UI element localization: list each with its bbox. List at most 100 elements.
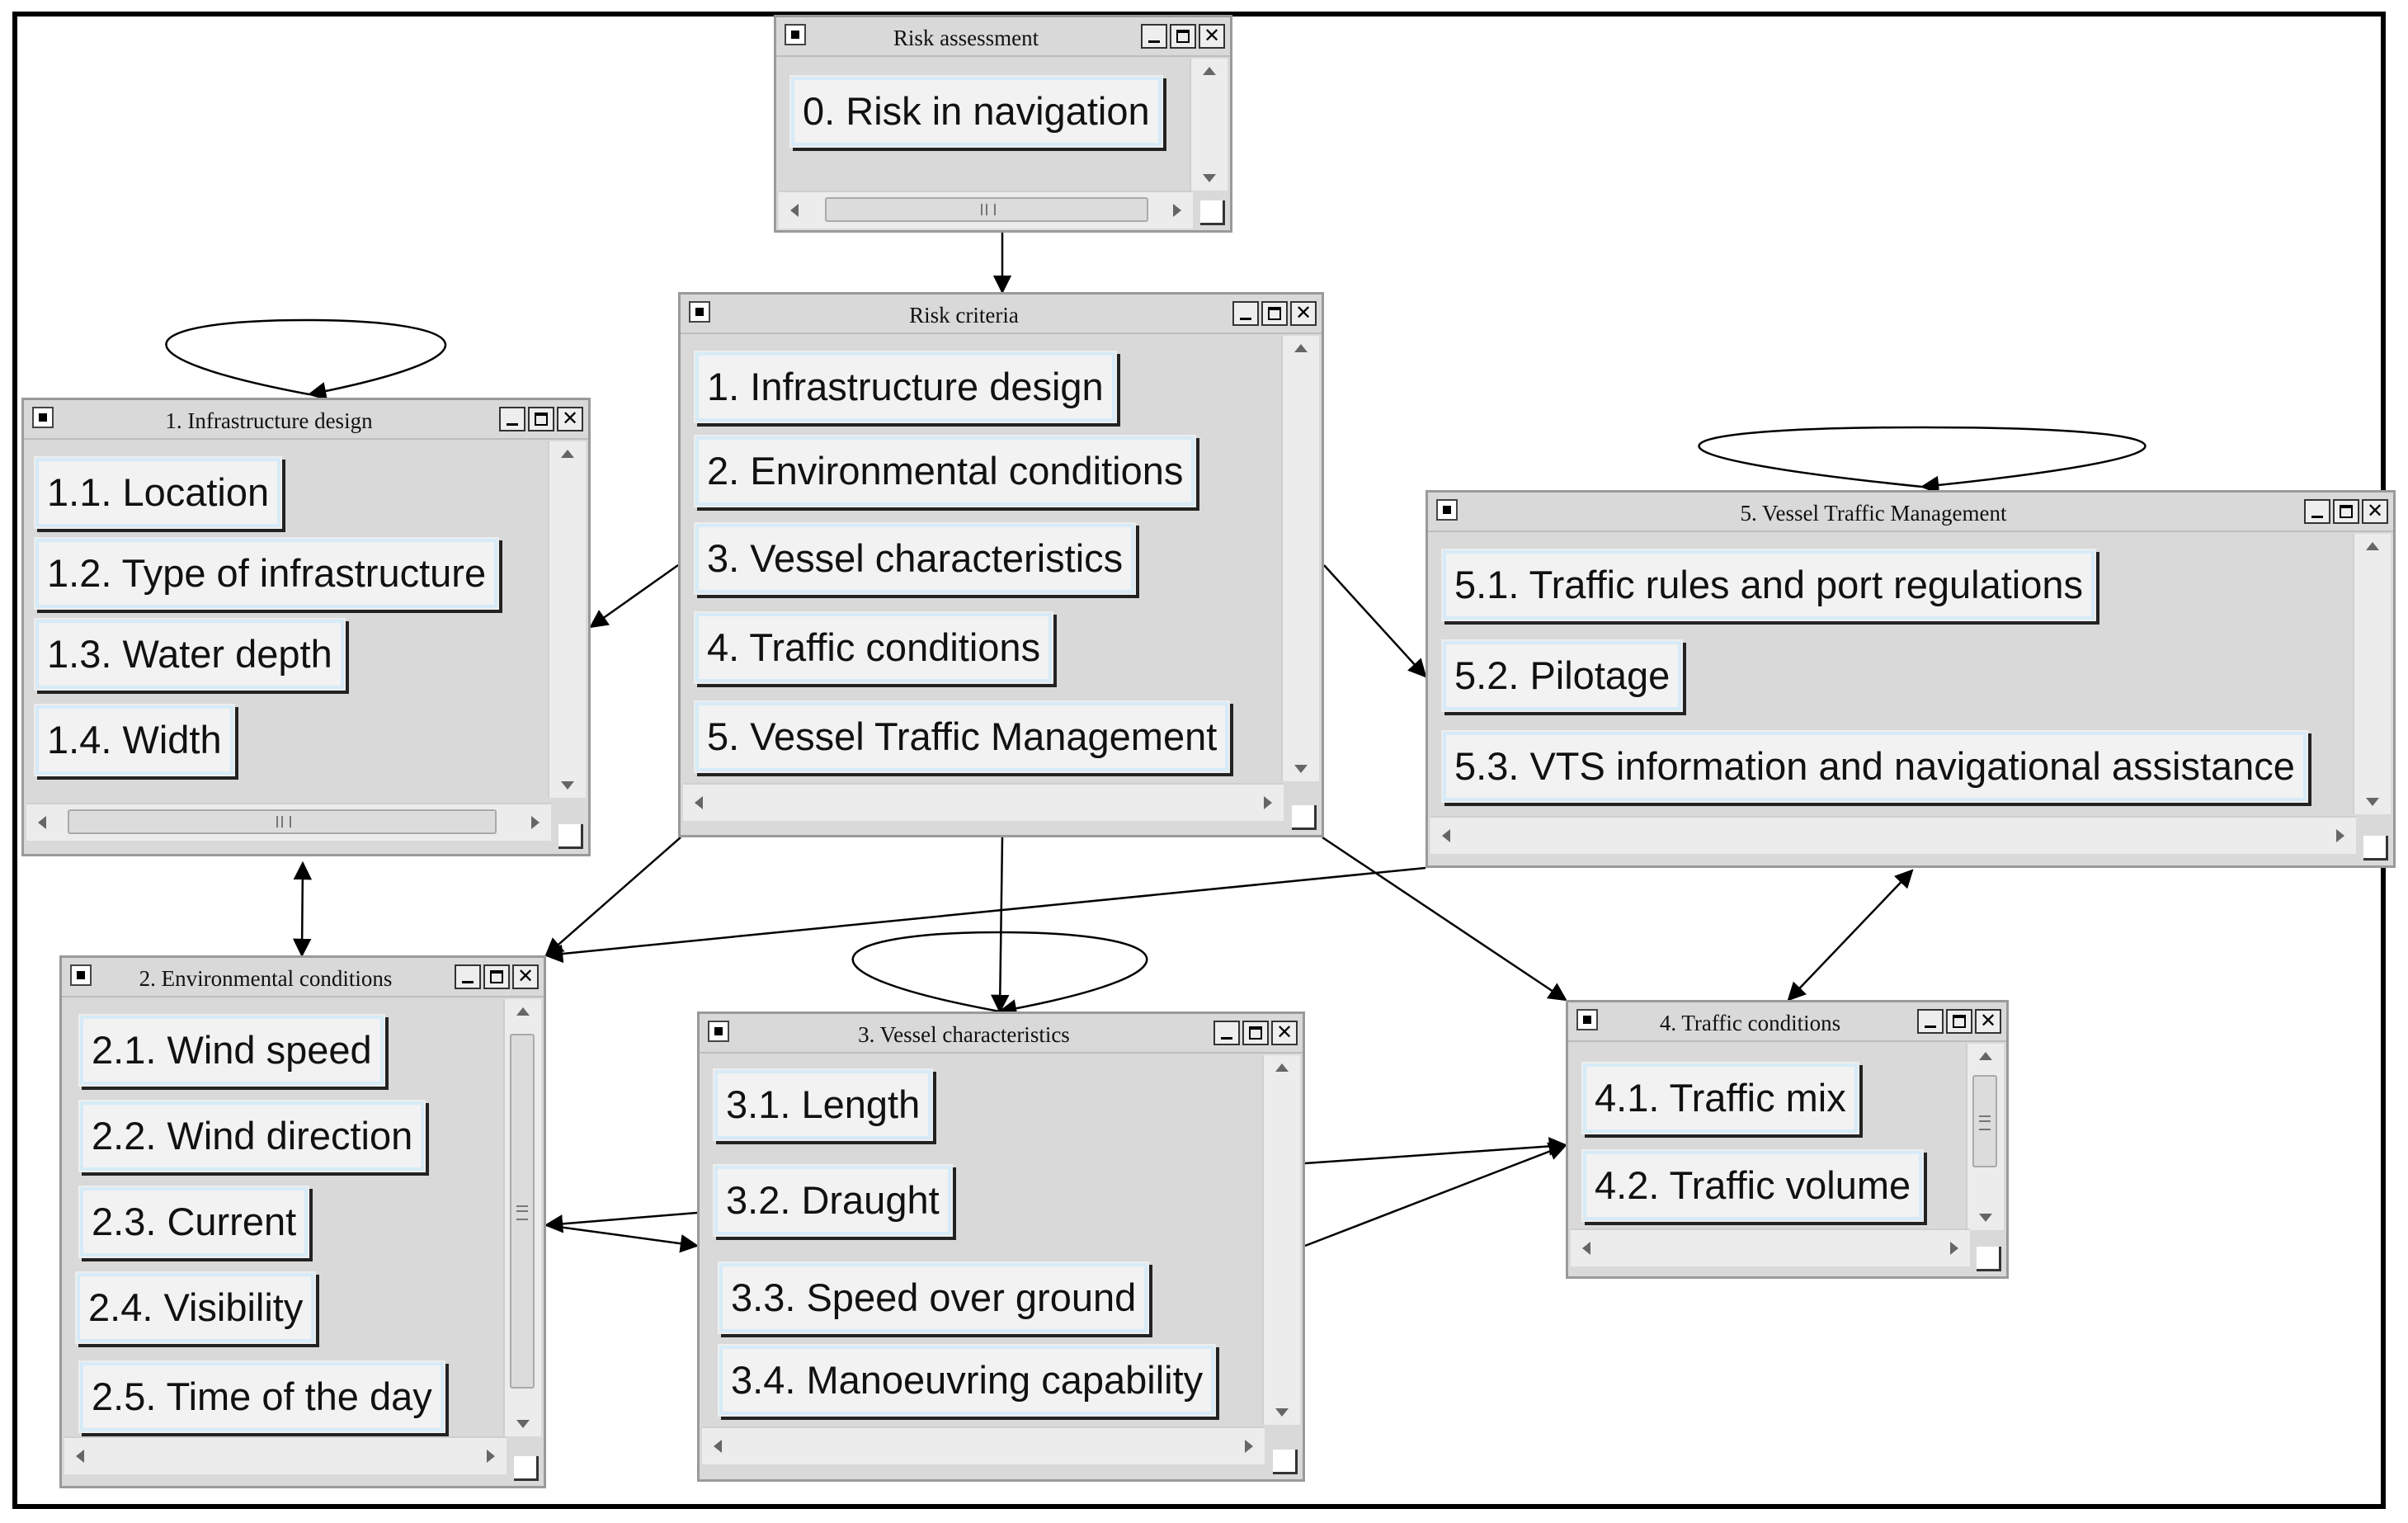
scroll-up-icon[interactable] (516, 1007, 530, 1016)
scroll-down-icon[interactable] (2366, 798, 2379, 806)
close-icon[interactable]: ✕ (1271, 1021, 1298, 1045)
system-menu-icon[interactable] (32, 407, 54, 428)
titlebar[interactable]: 3. Vessel characteristics ✕ (700, 1014, 1303, 1054)
node-5-3[interactable]: 5.3. VTS information and navigational as… (1441, 730, 2308, 803)
resize-grip-icon[interactable] (1200, 200, 1225, 225)
system-menu-icon[interactable] (70, 964, 92, 986)
node-1-3[interactable]: 1.3. Water depth (34, 618, 346, 691)
scroll-right-icon[interactable] (1264, 796, 1272, 809)
horizontal-scrollbar[interactable] (1430, 816, 2356, 854)
scroll-up-icon[interactable] (1294, 344, 1308, 352)
scroll-down-icon[interactable] (561, 781, 574, 790)
node-3[interactable]: 3. Vessel characteristics (694, 522, 1137, 595)
scroll-left-icon[interactable] (1582, 1242, 1590, 1255)
scroll-thumb[interactable] (825, 197, 1148, 222)
node-3-3[interactable]: 3.3. Speed over ground (718, 1261, 1150, 1334)
scroll-thumb[interactable] (1972, 1075, 1997, 1167)
scroll-left-icon[interactable] (1442, 829, 1450, 842)
minimize-icon[interactable] (1141, 24, 1167, 49)
scroll-up-icon[interactable] (1979, 1052, 1992, 1060)
close-icon[interactable]: ✕ (1975, 1009, 2001, 1034)
maximize-icon[interactable] (1170, 24, 1196, 49)
vertical-scrollbar[interactable] (503, 999, 541, 1436)
vertical-scrollbar[interactable] (548, 441, 586, 798)
resize-grip-icon[interactable] (1977, 1247, 2001, 1271)
scroll-down-icon[interactable] (1203, 174, 1216, 182)
node-1-1[interactable]: 1.1. Location (34, 456, 283, 529)
titlebar[interactable]: 2. Environmental conditions ✕ (62, 958, 544, 997)
minimize-icon[interactable] (455, 964, 481, 989)
titlebar[interactable]: Risk assessment ✕ (776, 17, 1230, 57)
maximize-icon[interactable] (1261, 301, 1288, 326)
scroll-down-icon[interactable] (516, 1420, 530, 1428)
node-2-5[interactable]: 2.5. Time of the day (78, 1360, 445, 1433)
close-icon[interactable]: ✕ (1199, 24, 1225, 49)
scroll-right-icon[interactable] (531, 816, 540, 829)
node-2-1[interactable]: 2.1. Wind speed (78, 1014, 385, 1087)
node-2-3[interactable]: 2.3. Current (78, 1186, 310, 1258)
titlebar[interactable]: 4. Traffic conditions ✕ (1568, 1002, 2006, 1042)
scroll-left-icon[interactable] (38, 816, 46, 829)
node-4[interactable]: 4. Traffic conditions (694, 611, 1054, 684)
scroll-right-icon[interactable] (1950, 1242, 1958, 1255)
titlebar[interactable]: 5. Vessel Traffic Management ✕ (1428, 493, 2393, 532)
node-1-2[interactable]: 1.2. Type of infrastructure (34, 537, 500, 610)
close-icon[interactable]: ✕ (1290, 301, 1317, 326)
node-2-4[interactable]: 2.4. Visibility (75, 1271, 317, 1344)
node-4-2[interactable]: 4.2. Traffic volume (1581, 1149, 1925, 1222)
scroll-left-icon[interactable] (714, 1440, 722, 1453)
horizontal-scrollbar[interactable] (779, 191, 1193, 229)
node-3-4[interactable]: 3.4. Manoeuvring capability (718, 1344, 1217, 1417)
maximize-icon[interactable] (528, 407, 554, 431)
node-0[interactable]: 0. Risk in navigation (789, 75, 1163, 148)
titlebar[interactable]: 1. Infrastructure design ✕ (24, 400, 588, 440)
system-menu-icon[interactable] (785, 24, 806, 45)
horizontal-scrollbar[interactable] (1571, 1228, 1970, 1266)
close-icon[interactable]: ✕ (512, 964, 539, 989)
node-4-1[interactable]: 4.1. Traffic mix (1581, 1062, 1859, 1134)
titlebar[interactable]: Risk criteria ✕ (681, 295, 1322, 334)
horizontal-scrollbar[interactable] (26, 803, 551, 841)
scroll-thumb[interactable] (510, 1034, 535, 1389)
vertical-scrollbar[interactable] (1966, 1044, 2004, 1230)
maximize-icon[interactable] (1946, 1009, 1972, 1034)
node-1[interactable]: 1. Infrastructure design (694, 351, 1117, 423)
resize-grip-icon[interactable] (2363, 836, 2388, 861)
scroll-left-icon[interactable] (790, 204, 799, 217)
horizontal-scrollbar[interactable] (683, 783, 1284, 821)
scroll-left-icon[interactable] (695, 796, 703, 809)
scroll-up-icon[interactable] (561, 450, 574, 458)
scroll-up-icon[interactable] (1275, 1063, 1289, 1072)
system-menu-icon[interactable] (1576, 1009, 1598, 1030)
maximize-icon[interactable] (1242, 1021, 1269, 1045)
vertical-scrollbar[interactable] (1281, 336, 1319, 781)
minimize-icon[interactable] (499, 407, 525, 431)
node-3-2[interactable]: 3.2. Draught (713, 1164, 953, 1237)
close-icon[interactable]: ✕ (557, 407, 583, 431)
resize-grip-icon[interactable] (1273, 1450, 1298, 1474)
minimize-icon[interactable] (2304, 499, 2330, 524)
vertical-scrollbar[interactable] (1190, 59, 1228, 191)
scroll-thumb[interactable] (68, 809, 497, 834)
node-2[interactable]: 2. Environmental conditions (694, 435, 1197, 507)
node-3-1[interactable]: 3.1. Length (713, 1068, 934, 1141)
node-5[interactable]: 5. Vessel Traffic Management (694, 700, 1231, 773)
maximize-icon[interactable] (2333, 499, 2359, 524)
scroll-down-icon[interactable] (1275, 1408, 1289, 1417)
scroll-right-icon[interactable] (1245, 1440, 1253, 1453)
node-5-1[interactable]: 5.1. Traffic rules and port regulations (1441, 549, 2097, 621)
system-menu-icon[interactable] (689, 301, 710, 323)
scroll-down-icon[interactable] (1294, 765, 1308, 773)
scroll-up-icon[interactable] (1203, 67, 1216, 75)
scroll-right-icon[interactable] (2336, 829, 2344, 842)
minimize-icon[interactable] (1232, 301, 1259, 326)
horizontal-scrollbar[interactable] (702, 1426, 1265, 1464)
resize-grip-icon[interactable] (514, 1456, 539, 1481)
scroll-left-icon[interactable] (76, 1450, 84, 1463)
maximize-icon[interactable] (483, 964, 510, 989)
close-icon[interactable]: ✕ (2362, 499, 2388, 524)
system-menu-icon[interactable] (708, 1021, 729, 1042)
scroll-down-icon[interactable] (1979, 1214, 1992, 1222)
system-menu-icon[interactable] (1436, 499, 1458, 521)
resize-grip-icon[interactable] (558, 824, 583, 849)
